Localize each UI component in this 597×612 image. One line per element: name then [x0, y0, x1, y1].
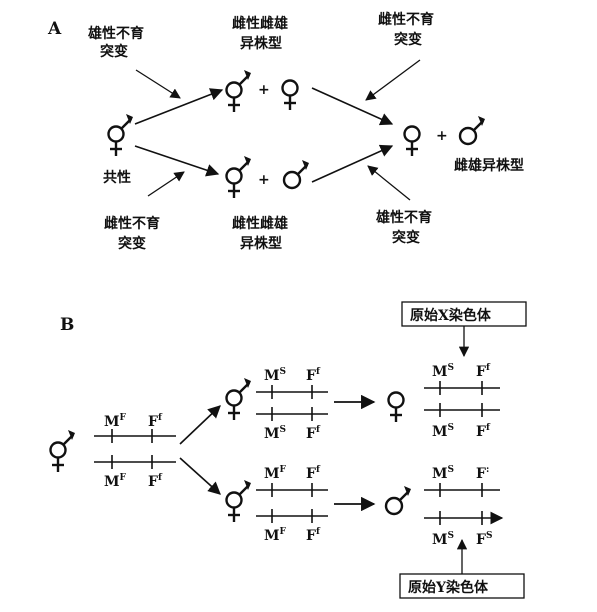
mutation-suffix-label: 突变	[118, 235, 146, 252]
chromosome-pair-female: MS Ff MS Ff	[424, 363, 500, 440]
gene-label-f: Ff	[306, 425, 321, 442]
gene-label-f: Ff	[306, 465, 321, 482]
plus-sign: +	[436, 128, 448, 144]
female-icon	[281, 79, 299, 112]
mutation-arrow	[147, 171, 185, 197]
gene-label-m: MS	[264, 425, 286, 442]
pathway-arrow-upper	[134, 88, 224, 125]
panel-a-label: A	[47, 19, 62, 39]
original-x-chromosome-box	[401, 301, 527, 327]
pathway-arrow-upper	[311, 87, 394, 126]
gene-label-f: Ff	[148, 413, 163, 430]
gene-label-f: Ff	[476, 363, 491, 380]
hermaphrodite-icon	[227, 70, 252, 112]
pathway-arrow-lower	[179, 457, 221, 495]
female-sterile-mutation-label: 雌性不育	[104, 215, 160, 232]
top-right-mutation-label: 雌性不育	[378, 11, 434, 28]
gene-label-m: MF	[264, 465, 287, 482]
gene-label-f: Ff	[306, 367, 321, 384]
gene-label-m: MF	[264, 527, 287, 544]
pathway-arrow-upper	[179, 405, 221, 445]
original-x-chromosome-label: 原始X染色体	[410, 307, 492, 324]
pathway-arrow-lower	[311, 144, 394, 183]
cosexual-label: 共性	[103, 169, 131, 186]
panel-b-label: B	[60, 315, 74, 335]
gynodioecy-label: 雌性雌雄	[232, 15, 288, 32]
chromosome-pair-lower-intermediate: MF Ff MF Ff	[256, 465, 328, 544]
mutation-suffix-label: 突变	[100, 43, 128, 60]
bottom-right-mutation-label: 雄性不育	[375, 209, 432, 226]
gene-label-f: Ff	[148, 473, 163, 490]
chromosome-pair-upper-intermediate: MS Ff MS Ff	[256, 367, 328, 442]
mutation-suffix-label: 突变	[392, 229, 420, 246]
cosexual-hermaphrodite-icon	[109, 114, 134, 156]
mutation-arrow	[365, 59, 421, 101]
plus-sign: +	[258, 82, 270, 98]
gene-label-m: MF	[104, 413, 127, 430]
dioecy-label: 雌雄异株型	[454, 157, 524, 174]
gene-label-m: MS	[432, 531, 454, 548]
chromosome-pair-ancestral: MF Ff MF Ff	[94, 413, 176, 490]
gene-label-m: MS	[264, 367, 286, 384]
androdioecy-suffix-label: 异株型	[240, 235, 282, 252]
original-y-chromosome-label: 原始Y染色体	[408, 579, 489, 596]
ancestral-hermaphrodite-icon	[51, 430, 76, 472]
hermaphrodite-icon	[227, 480, 252, 522]
original-y-chromosome-box	[399, 573, 525, 599]
androdioecy-label: 雌性雌雄	[232, 215, 288, 232]
male-icon	[282, 158, 311, 190]
gynodioecy-suffix-label: 异株型	[240, 35, 282, 52]
gene-label-f: Ff	[306, 527, 321, 544]
plus-sign: +	[258, 172, 270, 188]
hermaphrodite-icon	[227, 378, 252, 420]
gene-label-m: MS	[432, 423, 454, 440]
gene-label-f: FS	[476, 531, 492, 548]
gene-label-f: F:	[476, 465, 489, 482]
male-sterile-mutation-label: 雄性不育	[87, 25, 144, 42]
pathway-arrow-lower	[134, 145, 220, 177]
hermaphrodite-icon	[227, 156, 252, 198]
male-icon	[384, 484, 413, 516]
female-icon	[403, 125, 421, 158]
chromosome-pair-male: MS F: MS FS	[424, 465, 504, 548]
mutation-suffix-label: 突变	[394, 31, 422, 48]
gene-label-m: MF	[104, 473, 127, 490]
gene-label-f: Ff	[476, 423, 491, 440]
male-icon	[458, 114, 487, 146]
gene-label-m: MS	[432, 363, 454, 380]
female-icon	[387, 391, 405, 424]
mutation-arrow	[135, 69, 181, 99]
mutation-arrow	[367, 165, 411, 201]
gene-label-m: MS	[432, 465, 454, 482]
